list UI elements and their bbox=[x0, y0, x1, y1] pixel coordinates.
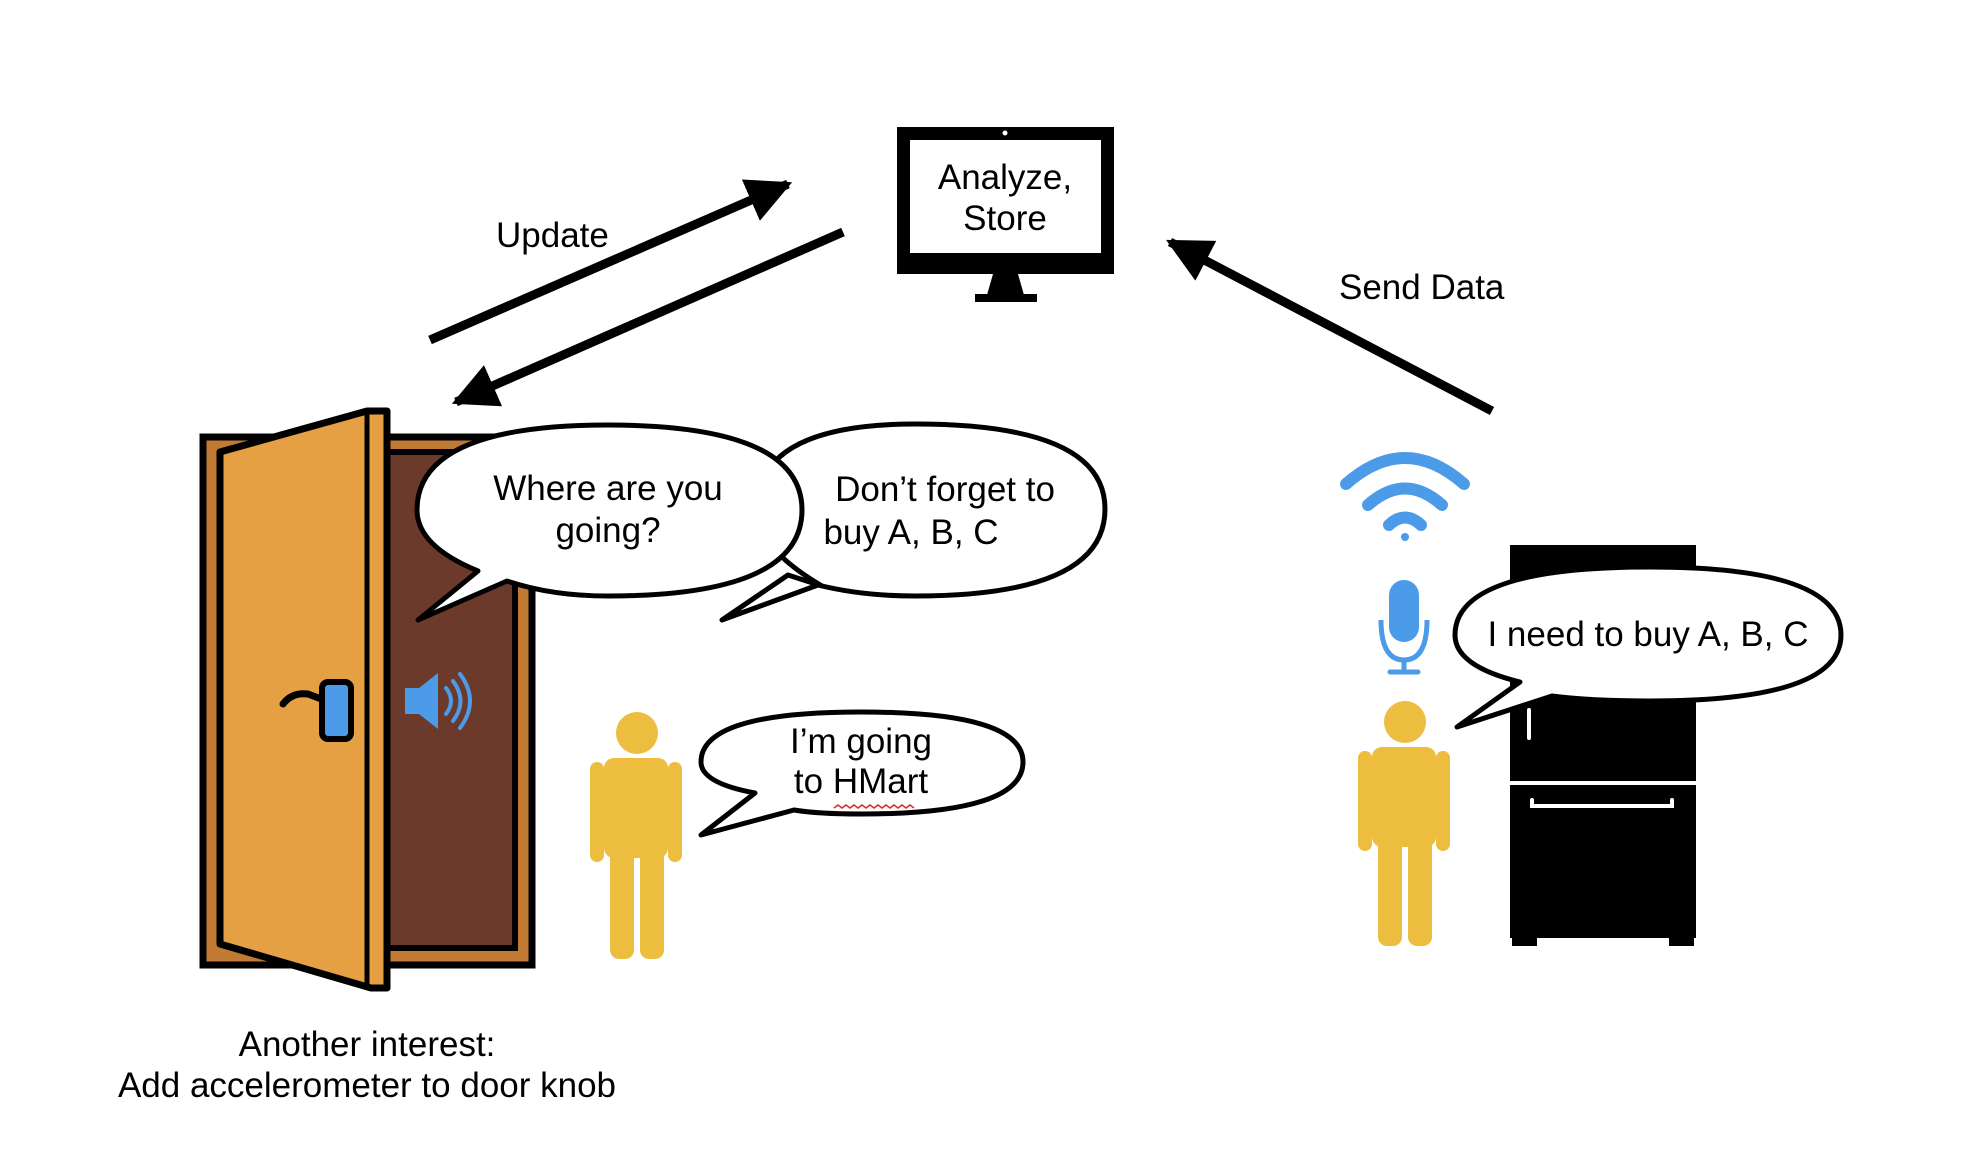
door-reminder-bubble: Don’t forget to buy A, B, C bbox=[719, 421, 1108, 623]
door-reminder-line1: Don’t forget to bbox=[835, 470, 1055, 509]
fridge-person-text: I need to buy A, B, C bbox=[1487, 615, 1808, 654]
update-arrow-to-monitor bbox=[428, 179, 793, 345]
monitor-label-line1: Analyze, bbox=[938, 158, 1072, 197]
send-data-label: Send Data bbox=[1339, 268, 1505, 307]
hmart-word: HMart bbox=[833, 762, 929, 801]
fridge-person-bubble: I need to buy A, B, C bbox=[1452, 564, 1844, 730]
person-icon bbox=[1358, 701, 1450, 946]
monitor-label-line2: Store bbox=[963, 199, 1047, 238]
door-question-bubble: Where are you going? bbox=[414, 422, 805, 623]
door-knob-icon bbox=[279, 679, 354, 742]
door-question-line2: going? bbox=[555, 511, 660, 550]
door-question-line1: Where are you bbox=[493, 469, 723, 508]
person-reply-prefix: to bbox=[794, 762, 833, 801]
microphone-icon bbox=[1378, 580, 1430, 675]
speaker-icon bbox=[405, 672, 472, 730]
caption-line2: Add accelerometer to door knob bbox=[118, 1066, 616, 1105]
update-label: Update bbox=[496, 216, 609, 255]
wifi-icon bbox=[1340, 452, 1470, 541]
spellcheck-underline bbox=[833, 804, 915, 809]
door-reminder-line2: buy A, B, C bbox=[823, 513, 998, 552]
person-icon bbox=[590, 712, 682, 959]
send-data-arrow bbox=[1166, 238, 1495, 415]
person-reply-bubble: I’m going to HMart bbox=[698, 709, 1026, 838]
person-reply-line2: to HMart bbox=[794, 762, 928, 801]
caption-line1: Another interest: bbox=[239, 1025, 496, 1064]
monitor-icon bbox=[897, 127, 1114, 302]
person-reply-line1: I’m going bbox=[790, 722, 932, 761]
update-arrow-to-door bbox=[451, 227, 845, 407]
